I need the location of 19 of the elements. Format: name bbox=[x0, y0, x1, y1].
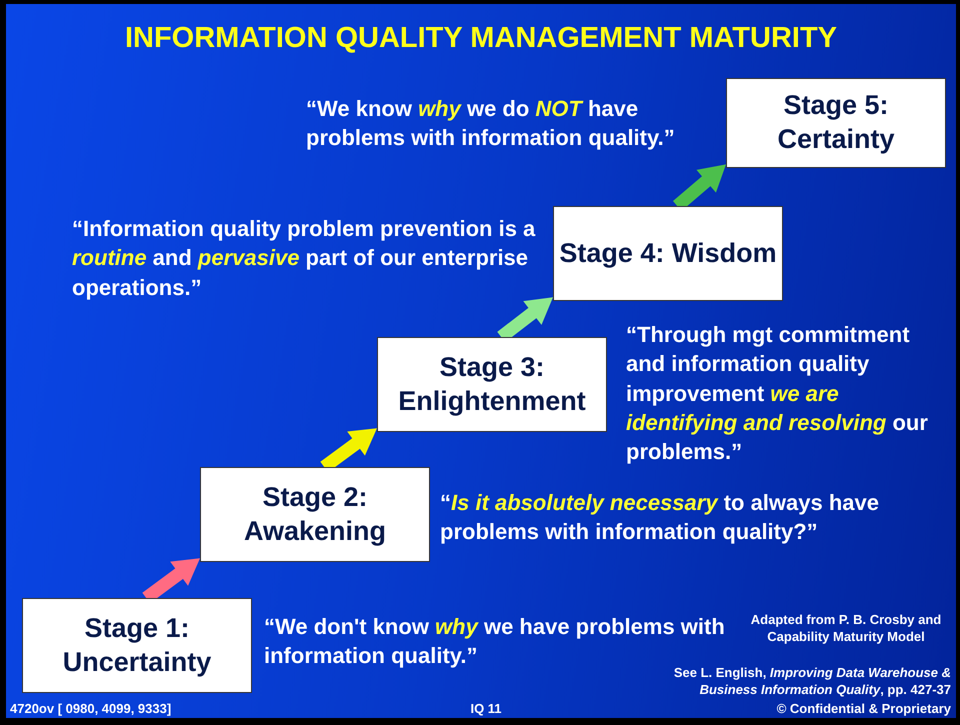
stage-quote: “Through mgt commitment and information quality improvement we are identifying and resolving our problems.” bbox=[626, 321, 929, 466]
stage-box bbox=[200, 467, 430, 562]
slide-title: INFORMATION QUALITY MANAGEMENT MATURITY bbox=[124, 22, 838, 54]
stage-name: Stage 5: Certainty bbox=[776, 89, 896, 156]
stage-name: Stage 4: Wisdom bbox=[559, 236, 777, 270]
stage-quote: “Information quality problem prevention is a routine and pervasive part of our enterprise operations.” bbox=[72, 215, 536, 302]
stage-box bbox=[22, 598, 252, 693]
stage-box bbox=[377, 337, 607, 432]
slide-code: 4720ov [ 0980, 4099, 9333] bbox=[10, 701, 172, 718]
copyright-note: © Confidential & Proprietary bbox=[776, 701, 951, 718]
stage-name: Stage 1: Uncertainty bbox=[62, 612, 212, 679]
stage-name: Stage 2: Awakening bbox=[242, 480, 388, 548]
stage-box bbox=[726, 78, 946, 168]
stage-box bbox=[553, 206, 783, 301]
page-number: IQ 11 bbox=[469, 701, 503, 718]
source-note: Adapted from P. B. Crosby and Capability Maturity Model bbox=[750, 612, 942, 646]
stage-name: Stage 3: Enlightenment bbox=[397, 350, 587, 418]
stage-quote: “We know why we do NOT have problems with information quality.” bbox=[306, 95, 676, 152]
stage-quote: “Is it absolutely necessary to always have problems with information quality?” bbox=[440, 489, 880, 546]
